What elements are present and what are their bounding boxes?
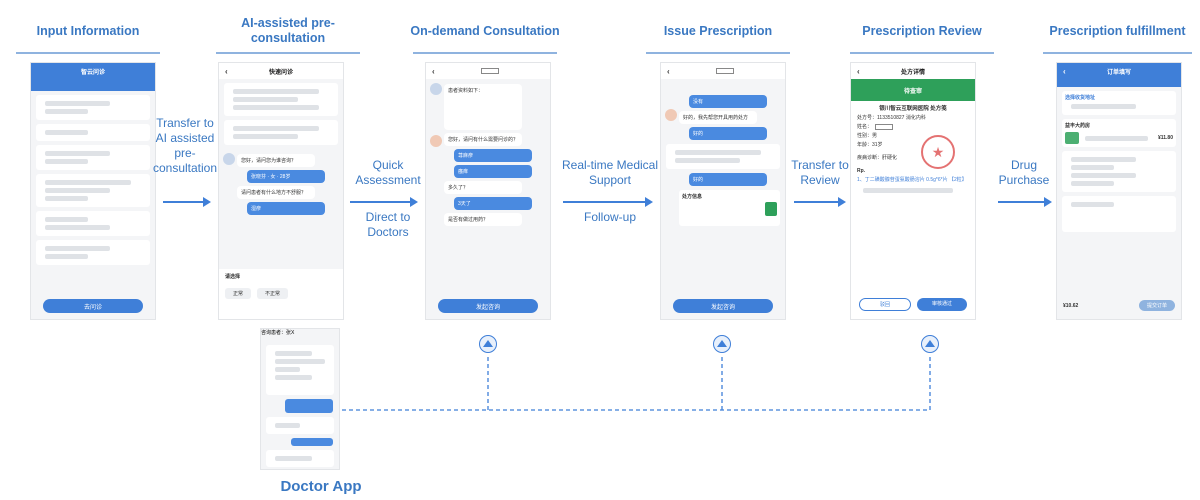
phone-input-information: 智云问诊 去问诊 — [30, 62, 156, 320]
user-answer-1: 张晓芬 · 女 · 28岁 — [247, 170, 325, 183]
up-arrow-prescription-icon — [713, 335, 731, 353]
patient-name-scribble — [875, 123, 894, 130]
doctor-name-scribble — [480, 68, 499, 74]
patient-reply-1: 荨麻疹 — [454, 149, 532, 162]
option-abnormal[interactable]: 不正常 — [257, 288, 289, 299]
transition-label-direct: Direct to Doctors — [365, 210, 411, 239]
phone-prescription-review: ‹ 处方详情 待查审 银川智云互联网医院 处方笺 处方号：1133510827 消… — [850, 62, 976, 320]
back-icon[interactable]: ‹ — [1063, 66, 1066, 76]
phone3-consult-button[interactable]: 发起咨询 — [438, 299, 538, 313]
transition-label-followup: Follow-up — [583, 210, 637, 224]
doctor-question-medication: 是否有做过用药？ — [444, 213, 522, 226]
phone2-title: 快速问诊 — [268, 69, 293, 76]
approve-button[interactable]: 审核通过 — [917, 298, 967, 311]
patient-name-label: 姓名： — [857, 124, 873, 130]
hospital-seal-stamp: ★ — [921, 135, 955, 169]
phone1-header: 智云问诊 — [31, 63, 155, 79]
doctor-app-label: Doctor App — [280, 478, 362, 495]
patient-reply-none: 没有 — [689, 95, 767, 108]
prescription-card-title: 处方信息 — [682, 194, 703, 200]
phone4-consult-button[interactable]: 发起咨询 — [673, 299, 773, 313]
review-status: 待查审 — [903, 88, 922, 95]
back-icon[interactable]: ‹ — [432, 66, 435, 76]
transition-label-realtime: Real-time Medical Support — [561, 158, 659, 187]
patient-age: 年龄：31岁 — [857, 142, 883, 148]
system-avatar-icon — [430, 83, 442, 95]
patient-reply-3: 3天了 — [454, 197, 532, 210]
option-normal[interactable]: 正常 — [225, 288, 252, 299]
doctor-avatar-icon — [430, 135, 442, 147]
stage-title-consultation: On-demand Consultation — [405, 14, 565, 54]
patient-sex: 性别：男 — [857, 133, 878, 139]
arrow-1 — [163, 197, 211, 207]
phone6-title: 订单填写 — [1106, 69, 1131, 76]
submit-order-button[interactable]: 提交订单 — [1138, 300, 1175, 311]
stage-title-fulfillment: Prescription fulfillment — [1035, 14, 1200, 54]
user-answer-2: 湿疹 — [247, 202, 325, 215]
hospital-name: 银川智云互联网医院 处方笺 — [879, 106, 947, 112]
ai-avatar-icon — [223, 153, 235, 165]
phone1-title: 智云问诊 — [80, 69, 105, 76]
phone-issue-prescription: ‹ 没有 好的，我先帮您开具用药处方 好的 好的 处方信息 发起咨询 — [660, 62, 786, 320]
dashed-line-review — [342, 355, 931, 411]
patient-info-message: 患者资料如下： — [444, 84, 522, 130]
back-icon[interactable]: ‹ — [225, 66, 228, 76]
back-icon[interactable]: ‹ — [667, 66, 670, 76]
arrow-4 — [794, 197, 846, 207]
sheet-title: 请选择 — [225, 274, 241, 280]
prescription-number: 处方号：1133510827 — [857, 115, 905, 121]
doctor-prescribe-message: 好的，我先帮您开具用药处方 — [679, 111, 757, 124]
rp-label: Rp. — [857, 168, 866, 174]
department: 消化内科 — [905, 115, 926, 121]
doctor-app-screen: 咨询患者：张X — [260, 328, 340, 470]
arrow-5 — [998, 197, 1052, 207]
drug-line: 1、丁二磺酸腺苷蛋氨酸肠溶片 0.5g*6*片 【2粒】 — [857, 177, 967, 183]
stage-title-input: Input Information — [8, 14, 168, 54]
doctor-app-header: 咨询患者：张X — [261, 330, 295, 336]
drug-box-icon — [1065, 132, 1079, 144]
review-status-banner: 待查审 — [851, 79, 975, 101]
back-icon[interactable]: ‹ — [857, 66, 860, 76]
phone5-title: 处方详情 — [900, 69, 925, 76]
transition-label-review: Transfer to Review — [791, 158, 849, 187]
stage-title-prescription: Issue Prescription — [638, 14, 798, 54]
drug-price: ¥11.80 — [1157, 135, 1173, 141]
doctor-greeting: 您好，请问有什么需要问诊的？ — [444, 133, 522, 146]
reject-button[interactable]: 驳回 — [859, 298, 911, 311]
phone-consultation: ‹ 患者资料如下： 您好，请问有什么需要问诊的？ 荨麻疹 瘙痒 多久了？ 3天了… — [425, 62, 551, 320]
doctor-name-scribble — [715, 68, 734, 74]
doctor-question-duration: 多久了？ — [444, 181, 522, 194]
doctor-avatar-icon — [665, 109, 677, 121]
patient-reply-2: 瘙痒 — [454, 165, 532, 178]
patient-reply-ok-2: 好的 — [689, 173, 767, 186]
stage-title-review: Prescription Review — [842, 14, 1002, 54]
phone-fulfillment: ‹ 订单填写 选择收货地址 益丰大药房 ¥11.80 ¥10.62 提交订单 — [1056, 62, 1182, 320]
up-arrow-review-icon — [921, 335, 939, 353]
phone-ai-preconsultation: ‹ 快速问诊 您好，请问您为谁咨询？ 张晓芬 · 女 · 28岁 请问患者有什么地… — [218, 62, 344, 320]
order-total: ¥10.62 — [1063, 302, 1079, 309]
up-arrow-consultation-icon — [479, 335, 497, 353]
transition-label-transfer-ai: Transfer to AI assisted pre-consultation — [152, 116, 218, 175]
transition-label-purchase: Drug Purchase — [998, 158, 1050, 187]
prescription-card[interactable]: 处方信息 — [679, 190, 780, 226]
ai-question-1: 您好，请问您为谁咨询？ — [237, 154, 315, 167]
pharmacy-name: 益丰大药房 — [1065, 123, 1091, 129]
arrow-3 — [563, 197, 653, 207]
ai-question-2: 请问患者有什么地方不舒服？ — [237, 186, 315, 199]
patient-reply-ok: 好的 — [689, 127, 767, 140]
transition-label-quick: Quick Assessment — [355, 158, 421, 187]
address-selector[interactable]: 选择收货地址 — [1065, 95, 1096, 101]
phone1-submit-button[interactable]: 去问诊 — [43, 299, 143, 313]
selection-sheet: 请选择 正常 不正常 — [219, 269, 343, 319]
diagnosis: 疾病诊断：肝硬化 — [857, 155, 898, 161]
arrow-2 — [350, 197, 418, 207]
prescription-doc-icon — [765, 202, 777, 216]
stage-title-ai: AI-assisted pre-consultation — [208, 14, 368, 54]
